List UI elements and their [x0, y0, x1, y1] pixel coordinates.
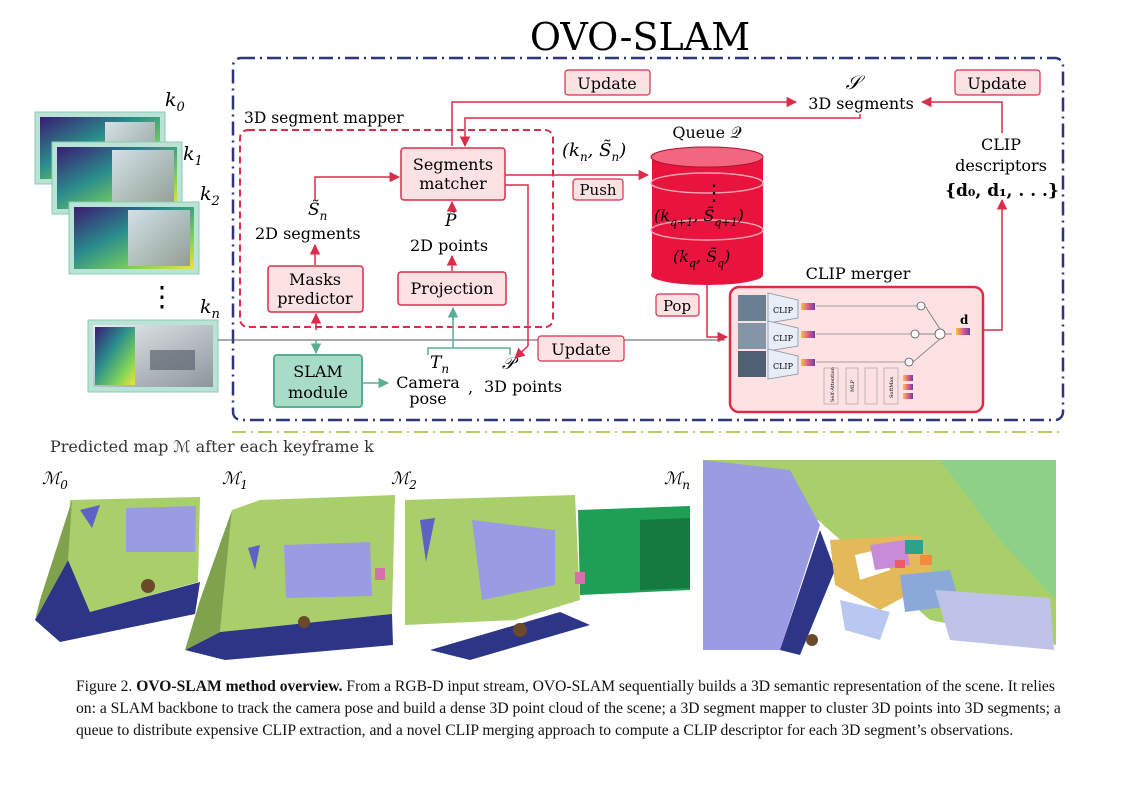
caption-bold-title: OVO-SLAM method overview.	[136, 678, 343, 695]
merger-self-attention-label: Self-Attention	[830, 366, 836, 402]
pop-badge	[655, 293, 700, 317]
pop-label: Pop	[663, 297, 691, 315]
queue-dots: ⋮	[703, 181, 725, 206]
segments-to-matcher-arrow	[459, 114, 861, 148]
map-m2-label: ℳ2	[391, 469, 417, 492]
update-bottom-label: Update	[551, 340, 610, 359]
clip-small-1: CLIP	[773, 306, 794, 315]
pose-points-bracket	[427, 308, 511, 355]
clip-small-3: CLIP	[773, 362, 794, 371]
keyframe-k1-label: k1	[183, 143, 203, 169]
queue-label: Queue 𝒬	[672, 123, 742, 142]
points-2d-label: 2D points	[410, 236, 488, 255]
caption-prefix: Figure 2.	[76, 678, 133, 695]
map-m1-render	[185, 495, 395, 660]
segment-mapper-title: 3D segment mapper	[244, 109, 404, 127]
projection-label: Projection	[411, 279, 494, 298]
map-mn-render	[703, 460, 1056, 655]
system-frame	[231, 56, 1065, 422]
tuple-label: (kn, S̃n)	[562, 139, 626, 164]
keyframe-k0-label: k0	[165, 89, 185, 115]
merger-to-descriptors-arrow	[983, 198, 1008, 331]
method-diagram: OVO-SLAM 3D segment mapper k0 k1 k2 ⋮ kn…	[34, 15, 1065, 660]
segments-math-label: 𝒮	[846, 72, 866, 94]
queue-item-bottom: (kq, S̃q)	[673, 247, 730, 270]
matcher-to-segments-arrow	[451, 96, 798, 146]
descriptors-to-segments-arrow	[920, 96, 1003, 133]
pose-points-comma: ,	[468, 378, 473, 397]
keyframe-stack	[34, 111, 219, 393]
clip-merger-internals	[738, 292, 970, 405]
clip-merger-title: CLIP merger	[806, 264, 911, 283]
clip-small-2: CLIP	[773, 334, 794, 343]
update-top-label: Update	[577, 74, 636, 93]
keyframe-dots: ⋮	[148, 280, 176, 313]
push-label: Push	[579, 181, 616, 199]
p-tilde-label: P̃	[444, 211, 457, 231]
queue-cylinder	[650, 146, 764, 285]
diagram-title: OVO-SLAM	[530, 15, 750, 59]
matcher-to-points-update-line	[505, 184, 529, 346]
s-tilde-n-label: S̃n	[308, 200, 327, 223]
update-bottom-badge	[537, 335, 625, 362]
slam-module-box	[273, 354, 363, 408]
predicted-map-label: Predicted map ℳ after each keyframe k	[50, 437, 374, 456]
caption-text: From a RGB-D input stream, OVO-SLAM sequ…	[76, 678, 1061, 739]
points-3d-label: 3D points	[484, 377, 562, 396]
clip-descriptors-set: {d₀, d₁, . . .}	[945, 181, 1059, 201]
map-mn-label: ℳn	[664, 469, 690, 492]
merger-output-d: d	[960, 313, 969, 327]
update-right-label: Update	[967, 74, 1026, 93]
segments2d-to-matcher-arrow	[314, 171, 401, 200]
segments-3d-label: 3D segments	[808, 94, 914, 113]
segments-matcher-box	[400, 147, 506, 201]
merger-mlp-label: MLP	[850, 380, 856, 392]
masks-predictor-box	[267, 265, 364, 313]
map-m0-label: ℳ0	[42, 469, 68, 492]
segment-mapper-frame	[239, 129, 554, 328]
tn-label: Tn	[430, 353, 449, 376]
merger-softmax-label: SoftMax	[889, 377, 895, 398]
queue-item-top: (kq+1, S̃q+1)	[654, 206, 744, 229]
update-top-badge	[564, 69, 651, 96]
map-m1-label: ℳ1	[222, 469, 248, 492]
points-update-arrow	[514, 345, 529, 359]
map-m2-render	[405, 495, 690, 660]
figure-caption: Figure 2. OVO-SLAM method overview. From…	[76, 676, 1076, 742]
queue-to-merger-arrow	[706, 284, 729, 343]
map-m0-render	[35, 497, 200, 642]
segments-2d-label: 2D segments	[255, 224, 361, 243]
push-badge	[572, 178, 624, 201]
update-right-badge	[954, 69, 1041, 96]
keyframe-kn-label: kn	[200, 296, 220, 322]
keyframe-k2-label: k2	[200, 183, 220, 209]
projection-box	[397, 271, 507, 306]
